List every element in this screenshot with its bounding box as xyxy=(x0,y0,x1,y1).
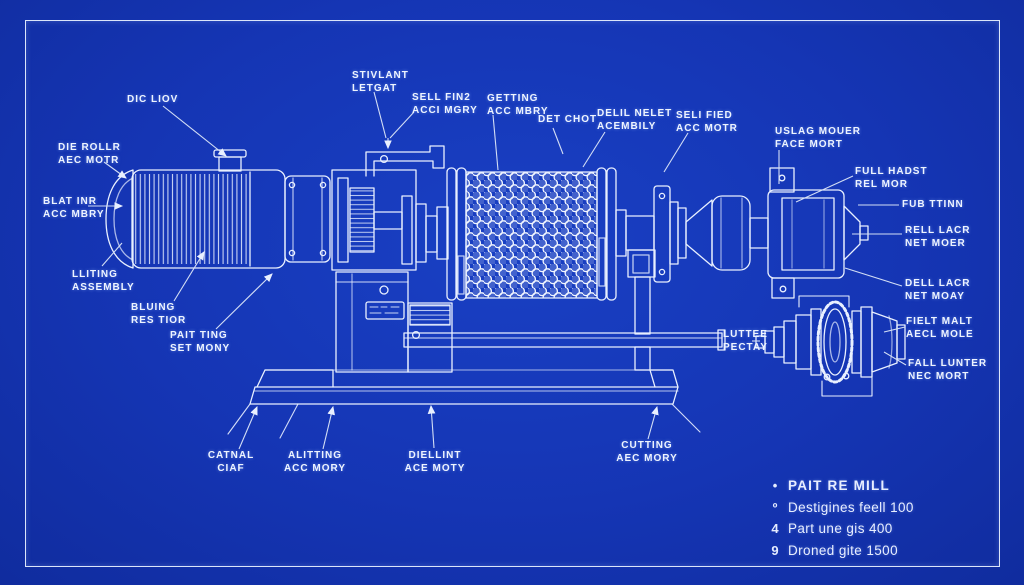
label-line: ACE MOTY xyxy=(404,462,466,474)
label-det-chot: DET CHOT xyxy=(538,114,597,127)
gear-shaft-assembly xyxy=(755,295,906,397)
label-line: ACEMBILY xyxy=(597,120,657,132)
label-line: DIC LIOV xyxy=(127,94,179,105)
label-line: BLAT INR xyxy=(43,196,97,207)
parts-list-item-text: Part une gis 400 xyxy=(788,521,893,536)
label-line: ACC MORY xyxy=(283,462,347,474)
label-line: REL MOR xyxy=(855,178,908,190)
label-line: FALL LUNTER xyxy=(908,358,988,369)
parts-list-title: PAIT RE MILL xyxy=(788,478,890,493)
label-line: DELIL NELET xyxy=(597,108,673,119)
parts-list-item: 9 Droned gite 1500 xyxy=(762,543,914,565)
label-line: ALITTING xyxy=(287,450,343,461)
label-line: NET MOER xyxy=(905,237,966,249)
label-line: SELL FIN2 xyxy=(412,92,471,103)
parts-list-item: º Destigines feell 100 xyxy=(762,500,914,522)
coupling-group xyxy=(331,145,449,271)
label-line: BLUING xyxy=(131,302,176,313)
stand-group xyxy=(335,249,726,373)
label-line: GETTING xyxy=(487,93,539,104)
bullet-icon: 9 xyxy=(771,542,779,558)
leader-lines xyxy=(88,91,907,450)
label-line: LETGAT xyxy=(352,82,398,94)
label-line: SET MONY xyxy=(170,342,231,354)
label-line: NET MOAY xyxy=(905,290,965,302)
bullet-icon: º xyxy=(772,499,778,515)
bullet-icon: • xyxy=(772,478,778,493)
label-line: ACC MBRY xyxy=(487,105,549,117)
label-line: SELI FIED xyxy=(676,110,733,121)
blueprint-border xyxy=(25,20,1000,567)
motor-group xyxy=(105,149,331,269)
bullet-icon: 4 xyxy=(771,521,779,536)
die-drum-group xyxy=(446,167,617,301)
parts-list-title-row: • PAIT RE MILL xyxy=(762,478,914,500)
label-line: DIELLINT xyxy=(408,450,462,461)
label-line: CUTTING xyxy=(621,440,673,451)
label-line: LLITING xyxy=(72,269,118,280)
label-line: FULL HADST xyxy=(855,166,928,177)
label-line: DELL LACR xyxy=(905,278,971,289)
label-line: CIAF xyxy=(217,462,245,474)
label-line: LUTTEE xyxy=(723,329,768,340)
label-line: PAIT TING xyxy=(170,330,228,341)
label-line: RELL LACR xyxy=(905,225,971,236)
label-line: AEC MORY xyxy=(616,452,678,464)
label-line: ACCI MGRY xyxy=(412,104,478,116)
label-line: STIVLANT xyxy=(352,70,409,81)
label-dic-liov: DIC LIOV xyxy=(127,94,178,107)
label-fub: FUB TTINN xyxy=(902,199,964,212)
label-line: DET CHOT xyxy=(538,114,598,125)
parts-list-item: 4 Part une gis 400 xyxy=(762,521,914,543)
label-line: CATNAL xyxy=(207,450,255,461)
output-shaft-group xyxy=(615,167,869,299)
label-line: ACC MBRY xyxy=(43,208,105,220)
base-group xyxy=(227,369,701,439)
label-line: AECL MOLE xyxy=(906,328,974,340)
label-line: ACC MOTR xyxy=(676,122,738,134)
label-line: FIELT MALT xyxy=(906,316,973,327)
label-line: FUB TTINN xyxy=(902,199,964,210)
label-line: FACE MORT xyxy=(775,138,843,150)
label-line: RES TIOR xyxy=(131,314,187,326)
label-line: ASSEMBLY xyxy=(72,281,135,293)
label-line: NEC MORT xyxy=(908,370,970,382)
parts-list-item-text: Destigines feell 100 xyxy=(788,499,914,515)
label-line: DIE ROLLR xyxy=(58,142,121,153)
label-line: AEC MOTR xyxy=(58,154,120,166)
label-line: USLAG MOUER xyxy=(775,126,861,137)
parts-list: • PAIT RE MILL º Destigines feell 100 4 … xyxy=(762,478,914,564)
label-line: PECTAY xyxy=(723,341,768,353)
parts-list-item-text: Droned gite 1500 xyxy=(788,542,898,558)
